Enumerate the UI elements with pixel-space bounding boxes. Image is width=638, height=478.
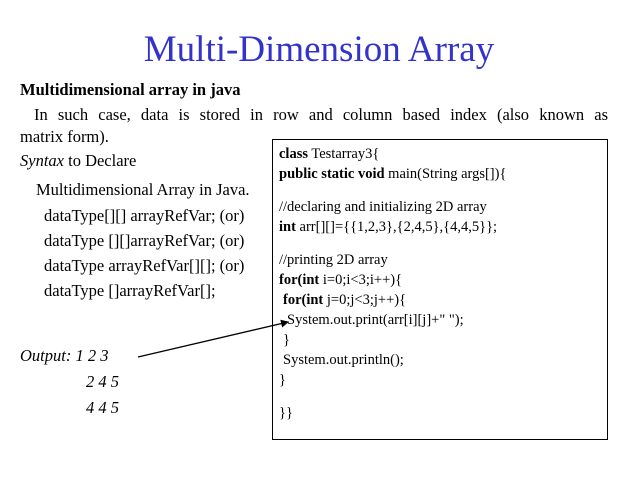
intro-line-1: In such case, data is stored in row and … xyxy=(34,105,608,124)
code-line-4: int arr[][]={{1,2,3},{2,4,5},{4,4,5}}; xyxy=(279,219,498,235)
output-values-1: 1 2 3 xyxy=(75,346,109,365)
output-row-1: Output: 1 2 3 xyxy=(20,346,108,366)
code-line-9: } xyxy=(283,332,290,348)
syntax-label: Syntax xyxy=(20,151,64,170)
declaration-2: dataType [][]arrayRefVar; (or) xyxy=(44,231,245,250)
syntax-line: Syntax to Declare xyxy=(20,151,136,171)
code-line-10: System.out.println(); xyxy=(283,352,404,368)
code-line-7: for(int j=0;j<3;j++){ xyxy=(283,292,407,308)
code-line-6: for(int i=0;i<3;i++){ xyxy=(279,272,403,288)
code-box: class Testarray3{ public static void mai… xyxy=(272,139,608,440)
syntax-subtitle: Multidimensional Array in Java. xyxy=(36,180,250,199)
declaration-1: dataType[][] arrayRefVar; (or) xyxy=(44,206,245,225)
declaration-3: dataType arrayRefVar[][]; (or) xyxy=(44,256,245,275)
code-line-8: System.out.print(arr[i][j]+" "); xyxy=(287,312,464,328)
code-line-12: }} xyxy=(279,405,293,421)
output-row-2: 2 4 5 xyxy=(86,372,119,391)
output-row-3: 4 4 5 xyxy=(86,398,119,417)
code-line-11: } xyxy=(279,372,286,388)
arrow-line xyxy=(137,319,289,358)
syntax-rest: to Declare xyxy=(63,151,137,170)
output-label: Output: xyxy=(20,346,76,365)
slide-title: Multi-Dimension Array xyxy=(143,29,495,70)
code-line-3: //declaring and initializing 2D array xyxy=(279,199,487,215)
code-line-5: //printing 2D array xyxy=(279,252,388,268)
declaration-4: dataType []arrayRefVar[]; xyxy=(44,281,216,300)
code-line-1: class Testarray3{ xyxy=(279,146,380,162)
intro-paragraph: In such case, data is stored in row and … xyxy=(20,104,608,148)
intro-line-2: matrix form). xyxy=(20,127,109,146)
section-heading: Multidimensional array in java xyxy=(20,80,241,99)
code-line-2: public static void main(String args[]){ xyxy=(279,166,507,182)
